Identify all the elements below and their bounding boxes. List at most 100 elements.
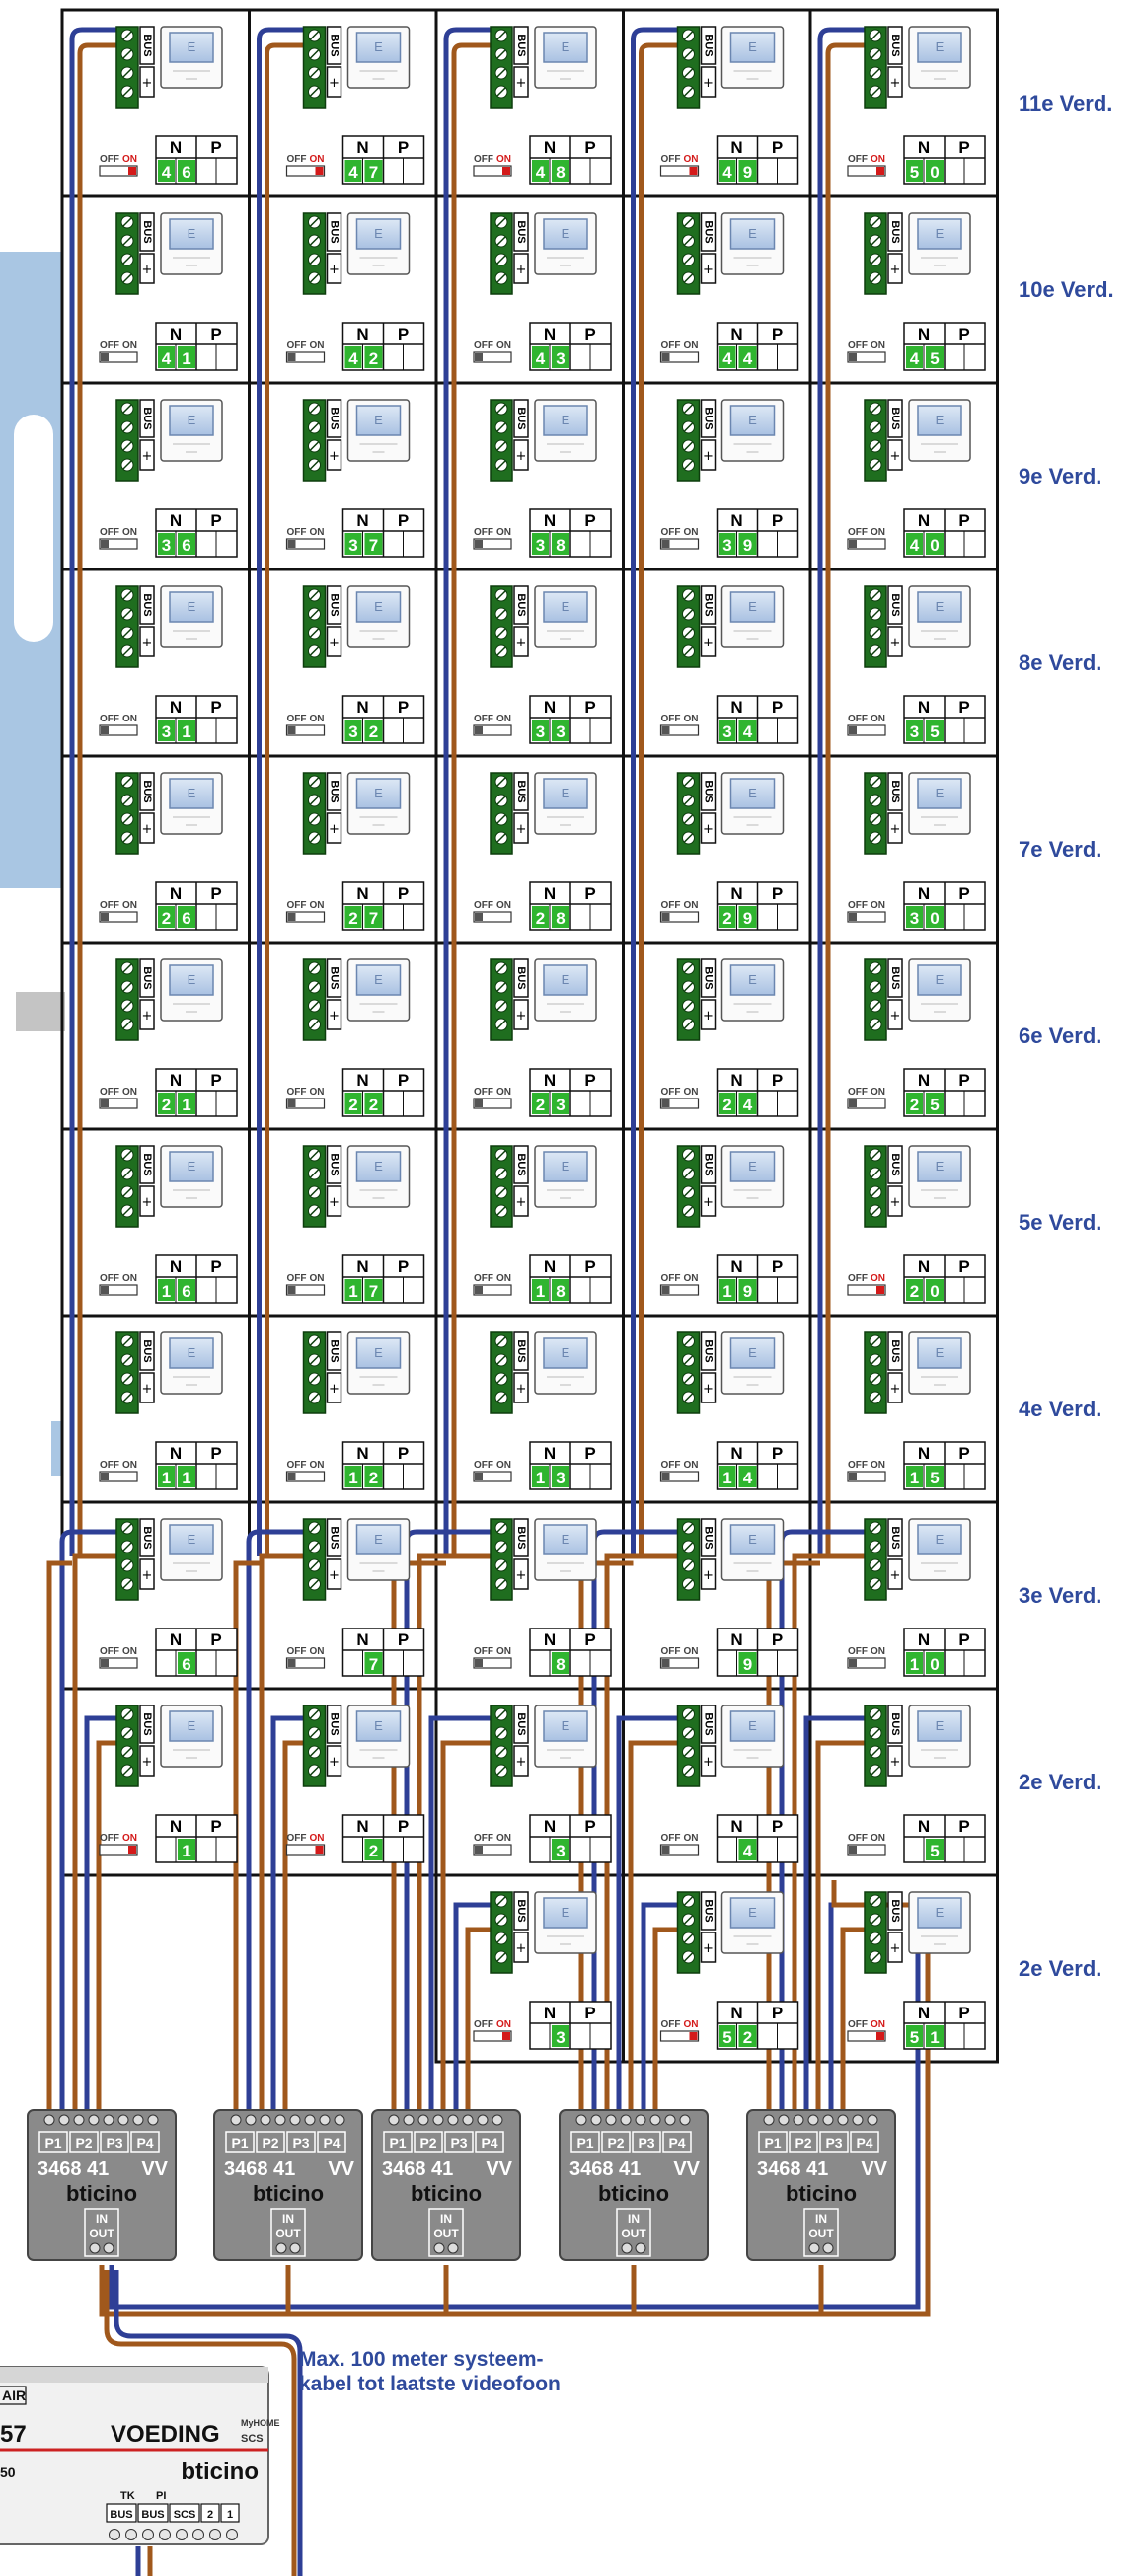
bus-label-box (513, 1705, 529, 1744)
bus-label-box (887, 1891, 903, 1931)
power-symbol-box (326, 812, 342, 844)
background-decoration (0, 252, 65, 1476)
monitor-screen (355, 1524, 402, 1555)
termination-switch (473, 1098, 512, 1109)
p-digit-cell (178, 906, 195, 928)
n-header: N (918, 511, 930, 530)
termination-switch (473, 1657, 512, 1669)
switch-knob (502, 167, 510, 175)
terminal-slot (683, 1393, 694, 1402)
feeder-wire-brown (792, 1553, 865, 2115)
terminal-slot (683, 1933, 694, 1943)
power-symbol-box (513, 439, 529, 471)
terminal-slot (871, 796, 880, 805)
terminal-slot (871, 1187, 880, 1197)
bus-label-box (513, 1518, 529, 1557)
distributor-port-box (225, 2131, 255, 2153)
p-digit: 1 (182, 349, 190, 368)
termination-switch (285, 1657, 326, 1669)
terminal-slot (683, 1020, 694, 1029)
termination-switch (285, 351, 326, 363)
p-digit: 8 (556, 909, 565, 928)
bus-label: BUS (889, 1153, 901, 1175)
power-symbol: + (890, 1568, 901, 1583)
n-digit-cell (906, 906, 923, 928)
bus-label-box (139, 212, 155, 252)
p-header: P (958, 698, 969, 717)
terminal-slot (122, 814, 132, 824)
screen-letter: E (374, 1159, 383, 1174)
p-digit-cell (552, 1839, 569, 1860)
floor-label: 5e Verd. (1019, 1210, 1102, 1235)
p-digit-cell (364, 160, 383, 182)
switch-on-label: ON (871, 1833, 885, 1844)
terminal-slot (122, 49, 132, 59)
bus-label: BUS (889, 220, 901, 243)
n-header: N (730, 325, 742, 343)
switch-off-label: OFF (661, 714, 681, 724)
terminal-slot (496, 777, 506, 787)
terminal-slot (496, 1933, 506, 1943)
terminal-slot (683, 833, 694, 843)
switch-on-label: ON (684, 341, 699, 351)
n-digit-cell (344, 720, 362, 741)
screen-letter: E (562, 1345, 570, 1360)
termination-switch (99, 1471, 138, 1482)
switch-off-label: OFF (100, 341, 119, 351)
p-digit: 3 (556, 2028, 565, 2047)
switch-on-label: ON (310, 1087, 325, 1098)
screen-letter: E (374, 972, 383, 987)
power-symbol: + (703, 636, 714, 650)
monitor-screen (729, 405, 776, 436)
feeder-wire-blue (828, 1902, 865, 2115)
power-symbol-box (326, 1558, 342, 1590)
p-digit: 5 (930, 349, 939, 368)
p-header: P (398, 1817, 409, 1836)
in-label: IN (440, 2212, 452, 2226)
switch-on-label: ON (871, 2019, 885, 2030)
distributor-vv: VV (328, 2159, 354, 2180)
p-digit-cell (738, 2025, 757, 2047)
n-digit-cell (532, 533, 549, 555)
switch-on-label: ON (310, 900, 325, 911)
terminal-slot (309, 1728, 320, 1738)
p-header: P (958, 511, 969, 530)
distributor-screw (620, 2114, 632, 2126)
power-symbol: + (890, 1382, 901, 1397)
distributor-screw (245, 2114, 257, 2126)
in-out-box (428, 2208, 464, 2257)
p-digit-cell (552, 160, 569, 182)
p-digit-cell (178, 1652, 195, 1674)
switch-off-label: OFF (287, 714, 307, 724)
terminal-slot (122, 833, 132, 843)
bus-label: BUS (703, 34, 715, 56)
power-symbol: + (142, 1382, 153, 1397)
switch-knob (475, 1473, 483, 1480)
n-header: N (356, 1630, 368, 1649)
p-digit: 2 (369, 349, 378, 368)
bus-label-box (513, 1891, 529, 1931)
in-out-box (616, 2208, 651, 2257)
p-digit: 8 (556, 536, 565, 555)
monitor-screen (729, 1337, 776, 1369)
out-label: OUT (275, 2227, 301, 2240)
n-digit-cell (532, 160, 549, 182)
monitor-screen (917, 778, 962, 809)
p-header: P (958, 2004, 969, 2022)
monitor-screen (729, 1151, 776, 1182)
power-symbol-box (887, 999, 903, 1030)
switch-knob (287, 540, 296, 548)
power-symbol-box (139, 1558, 155, 1590)
power-symbol: + (142, 76, 153, 91)
switch-on-label: ON (871, 1087, 885, 1098)
switch-knob (101, 726, 109, 734)
switch-knob (475, 540, 483, 548)
n-digit: 4 (162, 163, 172, 182)
